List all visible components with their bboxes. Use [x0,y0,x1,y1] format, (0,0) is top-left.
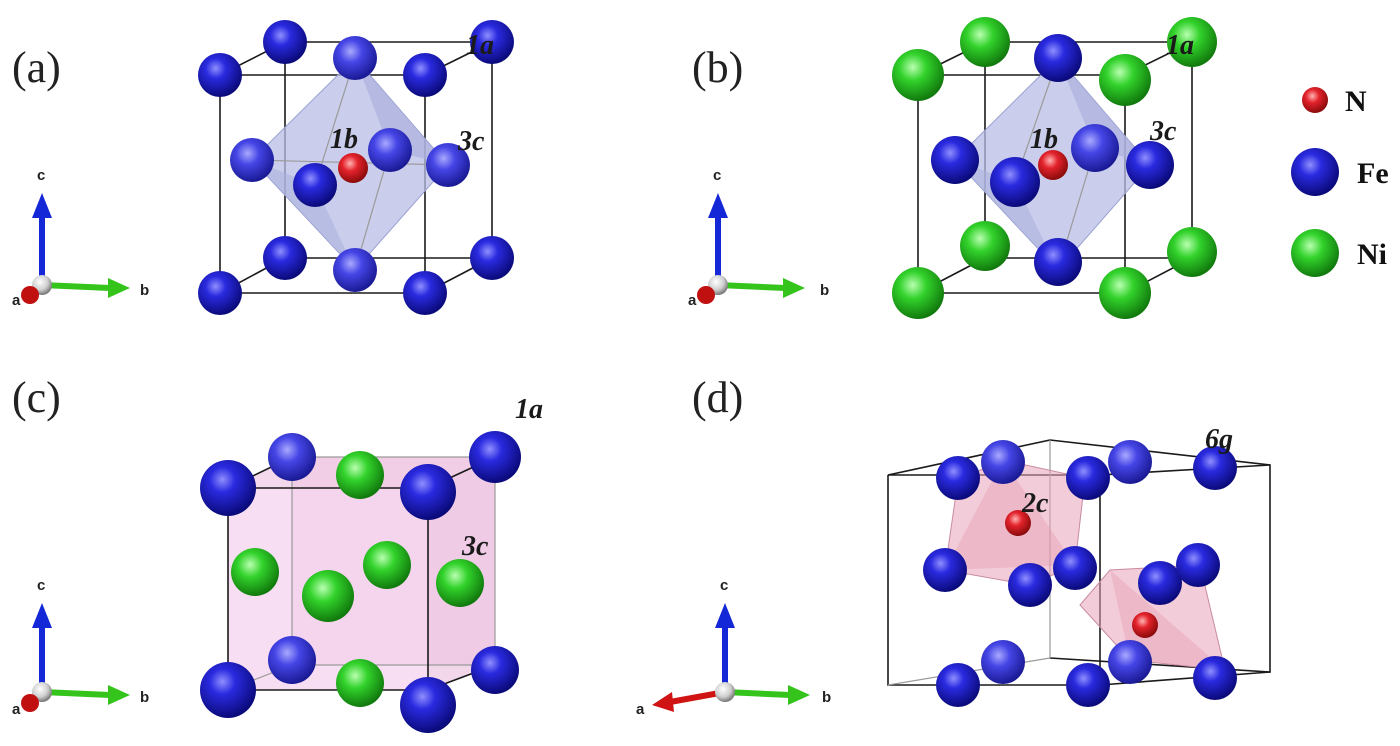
fe-atoms [200,460,456,733]
axis-triad: c b a [12,167,149,309]
site-label: 1b [1030,124,1058,155]
fe-atoms [198,20,514,315]
panel-label: (a) [12,43,61,92]
ni-atoms [960,17,1217,277]
panel-d: (d) [636,373,1271,718]
legend-label: Ni [1357,238,1387,271]
axis-label-c: c [713,167,721,184]
site-label: 3c [457,126,485,157]
axis-label-a: a [12,292,21,309]
axis-label-b: b [140,689,149,706]
axis-label-a: a [12,701,21,718]
legend-item-fe: Fe [1291,148,1389,196]
fe-atoms-back [268,431,521,694]
axis-label-a: a [688,292,697,309]
site-label: 2c [1021,488,1049,519]
axis-label-c: c [37,167,45,184]
site-label: 1b [330,124,358,155]
axis-triad: c b a [636,577,831,718]
axis-label-c: c [720,577,728,594]
legend-label: N [1345,85,1367,118]
axis-label-b: b [822,689,831,706]
site-label: 1a [1166,30,1194,61]
panel-label: (d) [692,373,743,422]
axis-triad: c b a [12,577,149,718]
site-label: 1a [515,394,543,425]
axis-triad: c b a [688,167,829,309]
legend-item-ni: Ni [1291,229,1387,277]
panel-b: (b) [688,17,1217,319]
site-label: 1a [466,30,494,61]
panel-label: (c) [12,373,61,422]
panel-a: (a) [12,20,514,315]
n-atom [1038,150,1068,180]
axis-label-b: b [140,282,149,299]
legend-label: Fe [1357,157,1389,190]
panel-c: (c) [12,373,543,733]
axis-label-b: b [820,282,829,299]
n-atoms [1005,510,1158,638]
site-label: 3c [1149,116,1177,147]
n-atom [338,153,368,183]
legend-item-n: N [1302,85,1367,118]
legend: N Fe Ni [1291,85,1389,277]
ni-atoms [231,451,484,707]
panel-label: (b) [692,43,743,92]
fe-atoms [931,34,1174,286]
axis-label-c: c [37,577,45,594]
ni-atoms-front [892,49,1151,319]
fe-atoms [923,440,1237,707]
site-label: 3c [461,531,489,562]
site-label: 6g [1205,424,1233,455]
axis-label-a: a [636,701,645,718]
